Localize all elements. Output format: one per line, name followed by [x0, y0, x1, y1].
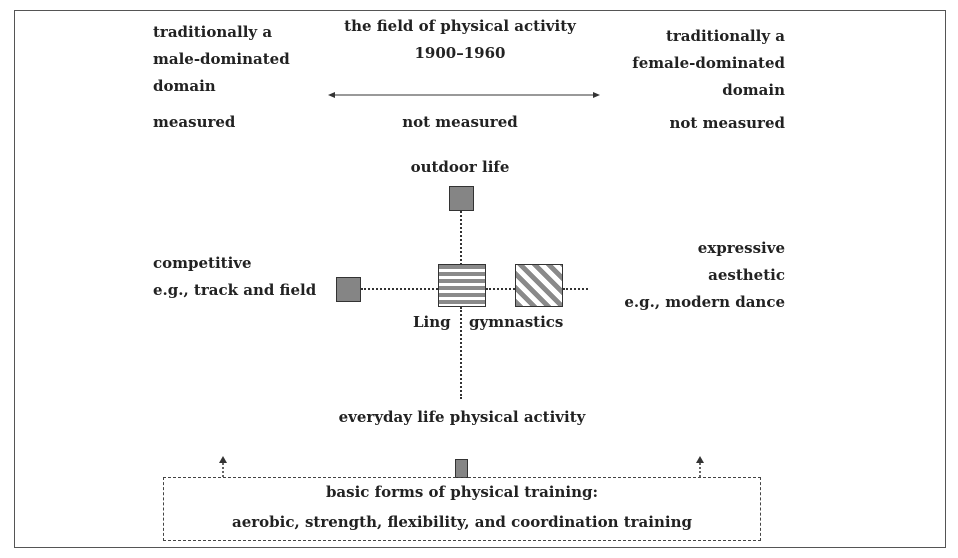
male-domain-line-3: domain: [153, 77, 216, 95]
right-measured-label: not measured: [669, 114, 785, 132]
competitive-square: [336, 277, 361, 302]
vertical-dotted-line-top: [460, 211, 462, 265]
center-measured-label: not measured: [402, 113, 518, 131]
up-arrow-right-icon: [696, 456, 704, 477]
horizontal-dotted-line-middle: [486, 288, 515, 290]
outdoor-life-label: outdoor life: [410, 158, 510, 176]
up-arrow-left-icon: [219, 456, 227, 477]
male-domain-label: traditionally a male-dominated domain: [153, 19, 290, 100]
male-domain-line-1: traditionally a: [153, 23, 273, 41]
female-domain-label: traditionally a female-dominated domain: [585, 23, 785, 104]
title-line-2: 1900–1960: [414, 44, 506, 62]
horizontal-dotted-line-right: [563, 288, 588, 290]
spectrum-arrow: [328, 92, 600, 98]
male-domain-line-2: male-dominated: [153, 50, 290, 68]
ling-label: Ling: [413, 313, 451, 331]
expressive-line-2: aesthetic: [708, 266, 785, 284]
everyday-life-label: everyday life physical activity: [338, 408, 586, 426]
expressive-square: [515, 264, 563, 307]
female-domain-line-1: traditionally a: [665, 27, 785, 45]
ling-gymnastics-square: [438, 264, 486, 307]
diagram-title: the field of physical activity 1900–1960: [330, 13, 590, 67]
expressive-line-3: e.g., modern dance: [624, 293, 785, 311]
basic-training-line-2: aerobic, strength, flexibility, and coor…: [232, 513, 692, 531]
basic-training-line-1: basic forms of physical training:: [325, 483, 599, 501]
gymnastics-label: gymnastics: [469, 313, 564, 331]
competitive-line-1: competitive: [153, 254, 252, 272]
outdoor-life-square: [449, 186, 474, 211]
competitive-line-2: e.g., track and field: [153, 281, 317, 299]
horizontal-dotted-line-left: [361, 288, 438, 290]
expressive-label: expressive aesthetic e.g., modern dance: [585, 235, 785, 316]
left-measured-label: measured: [153, 113, 236, 131]
competitive-label: competitive e.g., track and field: [153, 250, 316, 304]
basic-training-box: [163, 477, 761, 541]
title-line-1: the field of physical activity: [344, 17, 576, 35]
female-domain-line-3: domain: [722, 81, 785, 99]
diagram-frame: [14, 10, 946, 548]
expressive-line-1: expressive: [697, 239, 785, 257]
basic-forms-connector-square: [455, 459, 468, 478]
vertical-dotted-line-bottom: [460, 307, 462, 399]
female-domain-line-2: female-dominated: [632, 54, 785, 72]
